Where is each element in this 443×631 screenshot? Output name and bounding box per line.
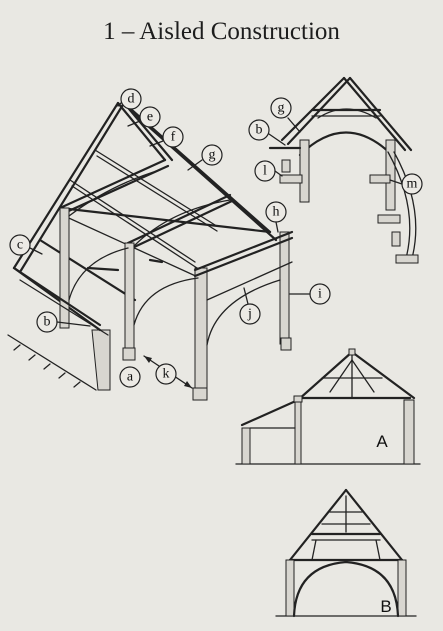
callout-c: c bbox=[9, 234, 31, 256]
leader-lines bbox=[29, 102, 403, 327]
callout-g-main: g bbox=[201, 144, 223, 166]
ground-hatching bbox=[7, 334, 97, 391]
callout-e: e bbox=[139, 106, 161, 128]
section-b-label: B bbox=[380, 597, 391, 616]
section-b bbox=[275, 488, 417, 618]
svg-text:d: d bbox=[128, 92, 135, 107]
svg-text:a: a bbox=[127, 370, 134, 385]
svg-text:h: h bbox=[273, 205, 280, 220]
callout-h: h bbox=[265, 201, 287, 223]
callout-k: k bbox=[155, 363, 177, 385]
callout-i: i bbox=[309, 283, 331, 305]
callout-l: l bbox=[254, 160, 276, 182]
section-a bbox=[235, 348, 421, 465]
page-title: 1 – Aisled Construction bbox=[103, 18, 340, 45]
callout-b-truss: b bbox=[248, 119, 270, 141]
svg-text:l: l bbox=[263, 164, 267, 179]
main-timber-frame bbox=[7, 101, 294, 401]
svg-text:g: g bbox=[209, 148, 216, 163]
callout-m: m bbox=[401, 173, 423, 195]
svg-text:k: k bbox=[163, 367, 170, 382]
svg-text:m: m bbox=[407, 177, 418, 192]
callout-b-main: b bbox=[36, 311, 58, 333]
callout-g-truss: g bbox=[270, 97, 292, 119]
svg-text:b: b bbox=[256, 123, 263, 138]
svg-text:e: e bbox=[147, 110, 153, 125]
callout-d: d bbox=[120, 88, 142, 110]
exploded-truss bbox=[268, 76, 419, 264]
svg-text:c: c bbox=[17, 238, 23, 253]
callout-j: j bbox=[239, 303, 261, 325]
callout-a: a bbox=[119, 366, 141, 388]
section-a-label: A bbox=[376, 432, 388, 451]
aisle-wall-block bbox=[91, 329, 111, 391]
svg-text:b: b bbox=[44, 315, 51, 330]
svg-text:i: i bbox=[318, 287, 322, 302]
svg-text:g: g bbox=[278, 101, 285, 116]
svg-text:f: f bbox=[171, 130, 176, 145]
callout-f: f bbox=[162, 126, 184, 148]
svg-text:j: j bbox=[247, 307, 252, 322]
